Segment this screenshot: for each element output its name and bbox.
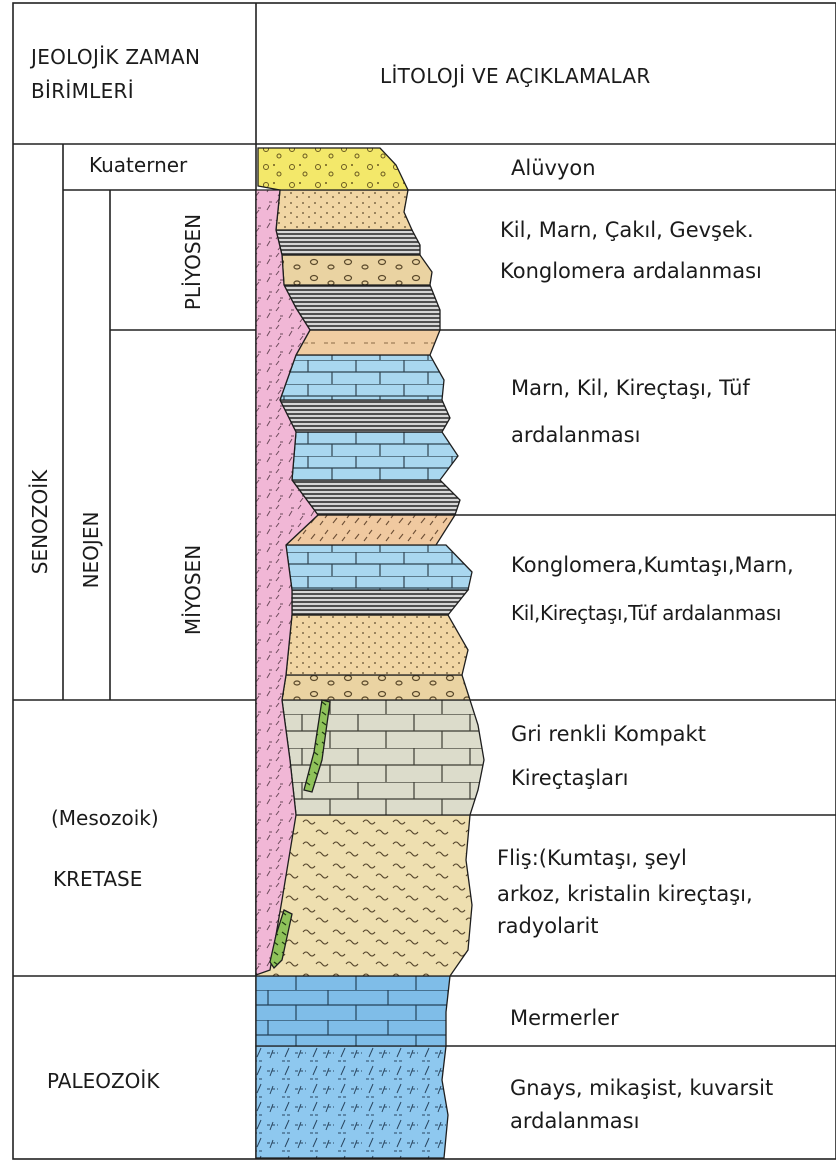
desc-kretase-upper-line2: Kireçtaşları (511, 768, 628, 789)
desc-miyosen-upper-line2: ardalanması (511, 425, 640, 446)
pliocene-shale-band (284, 285, 440, 330)
miocene-shale-band-2 (292, 480, 460, 515)
miocene-sand-layer (286, 615, 468, 675)
desc-flis-line2: arkoz, kristalin kireçtaşı, (497, 884, 753, 905)
header-lithology: LİTOLOJİ VE AÇIKLAMALAR (380, 66, 651, 86)
desc-kretase-upper-line1: Gri renkli Kompakt (511, 724, 706, 745)
desc-miyosen-lower-line1: Konglomera,Kumtaşı,Marn, (511, 555, 794, 576)
miocene-limestone-layer-2 (292, 432, 458, 480)
paleozoic-gneiss-layer (256, 1046, 448, 1158)
desc-gnays-line1: Gnays, mikaşist, kuvarsit (510, 1078, 773, 1099)
desc-flis-line1: Fliş:(Kumtaşı, şeyl (497, 848, 687, 869)
header-time-units-line2: BİRİMLERİ (31, 81, 134, 101)
miocene-shale-band (292, 590, 468, 615)
miocene-limestone-layer (286, 545, 472, 590)
period-label-kretase: KRETASE (53, 869, 142, 889)
desc-pliyosen-line2: Konglomera ardalanması (500, 261, 762, 282)
era-label-mesozoik: (Mesozoik) (51, 808, 159, 828)
quaternary-alluvium-layer (258, 148, 408, 190)
era-label-paleozoik: PALEOZOİK (47, 1071, 159, 1091)
miocene-limestone-layer-3 (280, 355, 444, 400)
miocene-shale-band-3 (280, 400, 450, 432)
header-time-units-line1: JEOLOJİK ZAMAN (31, 47, 200, 67)
desc-flis-line3: radyolarit (497, 916, 599, 937)
desc-mermerler: Mermerler (510, 1008, 619, 1029)
desc-pliyosen-line1: Kil, Marn, Çakıl, Gevşek. (500, 220, 754, 241)
pliocene-gravel-layer (282, 255, 432, 285)
lithology-column (256, 148, 484, 1158)
epoch-label-miyosen: MİYOSEN (181, 530, 205, 650)
desc-miyosen-upper-line1: Marn, Kil, Kireçtaşı, Tüf (511, 378, 750, 399)
era-label-senozoik: SENOZOİK (28, 462, 52, 582)
miocene-gravel-layer (282, 675, 470, 700)
pliocene-shale-band-2 (276, 230, 420, 255)
pliocene-sand-layer (276, 190, 412, 230)
epoch-label-kuaterner: Kuaterner (89, 155, 187, 175)
desc-aluvyon: Alüvyon (511, 158, 596, 179)
epoch-label-pliyosen: PLİYOSEN (181, 202, 205, 322)
miocene-marl-layer (296, 330, 440, 355)
period-label-neojen: NEOJEN (79, 495, 103, 605)
paleozoic-marble-layer (256, 976, 450, 1046)
desc-miyosen-lower-line2: Kil,Kireçtaşı,Tüf ardalanması (511, 603, 781, 623)
desc-gnays-line2: ardalanması (510, 1111, 639, 1132)
